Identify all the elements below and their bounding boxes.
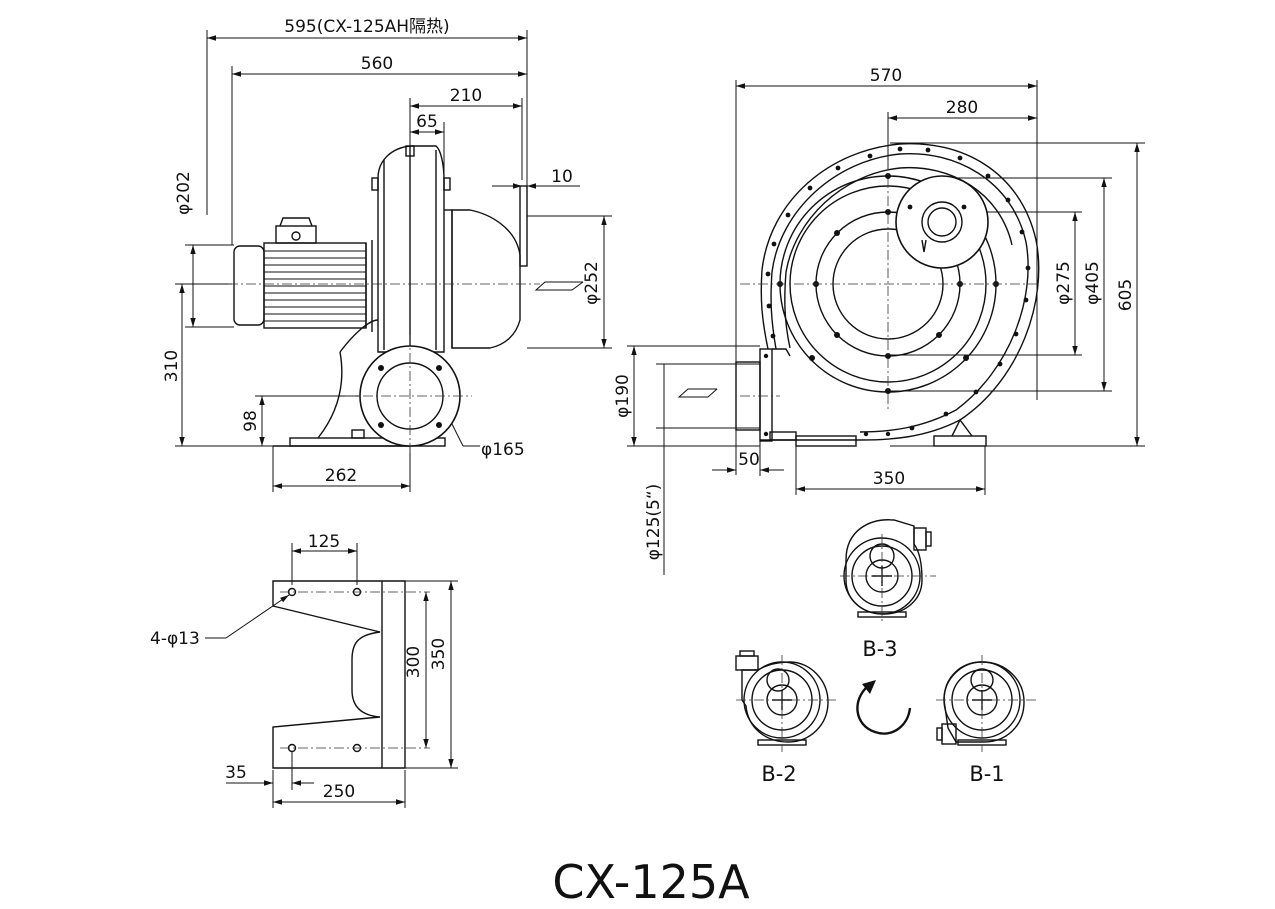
dim-diameter-405: φ405	[1083, 261, 1103, 305]
dim-diameter-190: φ190	[613, 374, 633, 418]
base-dimension-lines	[205, 543, 458, 808]
dim-300-base: 300	[404, 646, 424, 678]
model-title: CX-125A	[552, 855, 750, 909]
outlet-flange	[735, 348, 791, 442]
dim-280: 280	[946, 98, 978, 118]
orientation-label-b2: B-2	[761, 762, 796, 786]
dim-35: 35	[225, 763, 247, 783]
dim-210: 210	[450, 86, 482, 106]
base-view: 125 300 350 4-φ13 35 250	[150, 532, 458, 808]
orientation-label-b3: B-3	[862, 637, 897, 661]
dim-diameter-275: φ275	[1054, 261, 1074, 305]
dim-595: 595(CX-125AH隔热)	[284, 17, 449, 37]
dim-350-base: 350	[429, 638, 449, 670]
orientation-b2: B-2	[735, 650, 836, 786]
dim-98: 98	[241, 410, 261, 432]
dim-diameter-252: φ252	[582, 261, 602, 305]
dim-10: 10	[551, 167, 573, 187]
front-base	[769, 418, 987, 447]
dim-diameter-125: φ125(5“)	[644, 484, 664, 561]
dim-262: 262	[325, 466, 357, 486]
front-dimension-lines	[627, 80, 1145, 575]
orientation-b3: B-3	[840, 519, 936, 661]
volute-casing	[760, 142, 1040, 441]
dim-diameter-165: φ165	[481, 440, 525, 460]
orientation-b1: B-1	[936, 655, 1038, 786]
dim-125-base: 125	[308, 532, 340, 552]
dim-350-front: 350	[873, 469, 905, 489]
dim-560: 560	[361, 54, 393, 74]
dim-570: 570	[870, 66, 902, 86]
motor-cooling-ribs	[264, 250, 366, 322]
dim-50: 50	[738, 450, 760, 470]
side-view: 595(CX-125AH隔热) 560 210 65 10 φ202 φ252 …	[162, 17, 612, 492]
dim-diameter-202: φ202	[174, 171, 194, 215]
inlet-flange	[345, 335, 472, 455]
side-dimension-lines	[175, 30, 612, 492]
dim-mounting-holes: 4-φ13	[150, 629, 200, 649]
blower-housing	[273, 145, 528, 447]
front-view: 570 280 605 φ405 φ275 φ190 φ125(5“) 50 3…	[613, 66, 1145, 575]
motor	[233, 217, 373, 332]
orientation-label-b1: B-1	[969, 762, 1004, 786]
dim-65: 65	[416, 112, 438, 132]
motor-flange	[895, 175, 989, 269]
dim-250-base: 250	[323, 782, 355, 802]
dim-310: 310	[162, 350, 182, 382]
dim-605: 605	[1116, 279, 1136, 311]
rotation-arrow-icon	[856, 680, 912, 735]
